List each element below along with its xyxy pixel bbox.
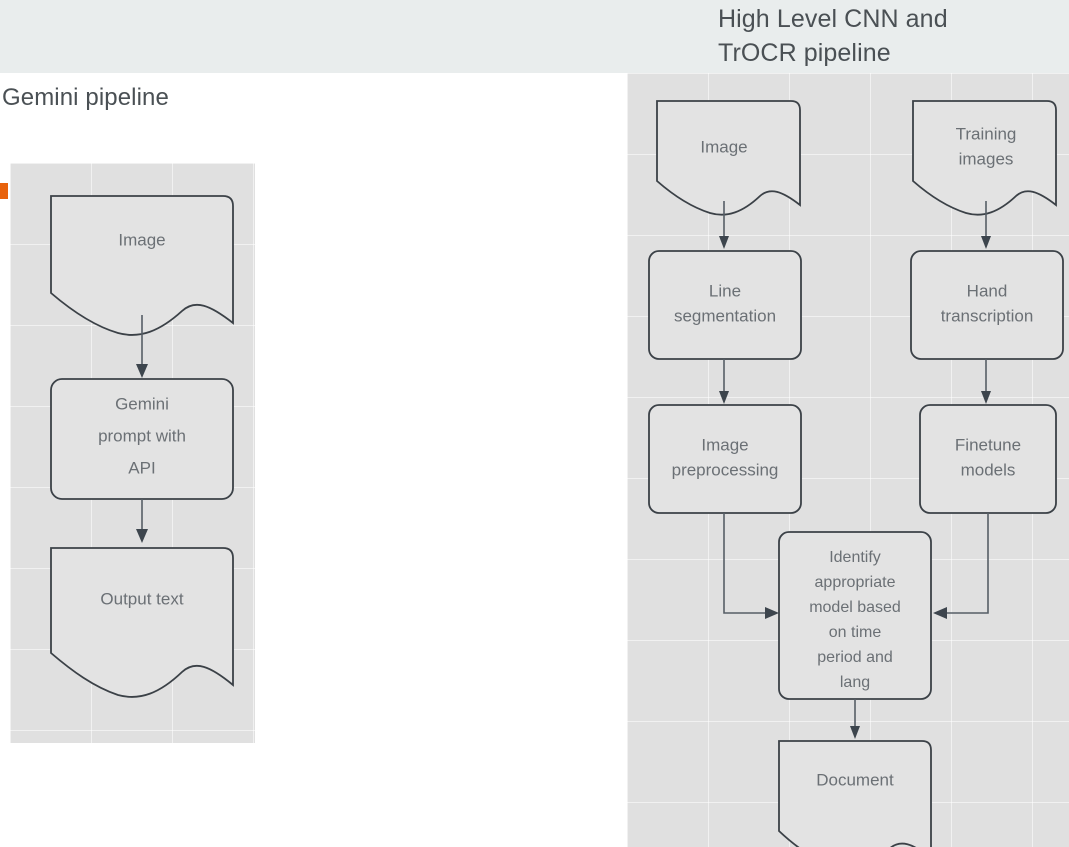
node-identify-model[interactable]: Identify appropriate model based on time… [778,531,932,700]
page-title-cnn-trocr: High Level CNN and TrOCR pipeline [718,5,948,67]
node-image-label: Image [118,230,165,249]
node-identify-model-line3: model based [809,599,901,616]
node-hand-transcription-line1: Hand [967,281,1008,300]
edge-image-to-line-seg [719,201,729,249]
node-document[interactable]: Document [778,740,932,847]
edge-hand-to-finetune [981,359,991,404]
node-training-images-line1: Training [956,124,1017,143]
node-image[interactable]: Image [656,100,801,216]
node-identify-model-line4: on time [829,624,882,641]
header-band [0,0,1069,73]
node-identify-model-line2: appropriate [815,574,896,591]
node-finetune-models-line2: models [961,460,1016,479]
cnn-trocr-pipeline-diagram: Image Training images Line [627,73,1069,847]
node-training-images-line2: images [959,149,1014,168]
edge-preproc-to-identify [723,513,779,619]
edge-lineseg-to-preproc [719,359,729,404]
gemini-pipeline-diagram: Image Gemini prompt with API [10,163,255,743]
node-finetune-models-line1: Finetune [955,435,1021,454]
node-output-text-label: Output text [100,589,183,608]
node-training-images[interactable]: Training images [912,100,1057,216]
cnn-trocr-flow-svg: Image Training images Line [648,100,1064,847]
edge-prompt-to-output [136,499,148,543]
node-image-preprocessing-line1: Image [701,435,748,454]
node-identify-model-line5: period and [817,649,893,666]
page-title-gemini: Gemini pipeline [2,84,169,111]
edge-identify-to-document [850,699,860,739]
edge-finetune-to-identify [933,513,989,619]
node-identify-model-line6: lang [840,674,870,691]
node-output-text[interactable]: Output text [50,547,234,698]
node-line-segmentation[interactable]: Line segmentation [648,250,802,360]
edge-image-to-prompt [136,315,148,378]
node-gemini-prompt[interactable]: Gemini prompt with API [50,378,234,500]
node-image-preprocessing-line2: preprocessing [672,460,779,479]
node-image-preprocessing[interactable]: Image preprocessing [648,404,802,514]
node-gemini-prompt-line2: prompt with [98,426,186,445]
node-hand-transcription[interactable]: Hand transcription [910,250,1064,360]
node-identify-model-line1: Identify [829,549,881,566]
node-image-label: Image [700,137,747,156]
node-hand-transcription-line2: transcription [941,306,1034,325]
orange-marker [0,183,8,199]
node-line-segmentation-line2: segmentation [674,306,776,325]
node-gemini-prompt-line1: Gemini [115,394,169,413]
node-document-label: Document [816,770,894,789]
gemini-flow-svg: Image Gemini prompt with API [50,195,234,698]
node-line-segmentation-line1: Line [709,281,741,300]
node-finetune-models[interactable]: Finetune models [919,404,1057,514]
edge-training-to-hand [981,201,991,249]
node-image[interactable]: Image [50,195,234,336]
node-gemini-prompt-line3: API [128,458,155,477]
